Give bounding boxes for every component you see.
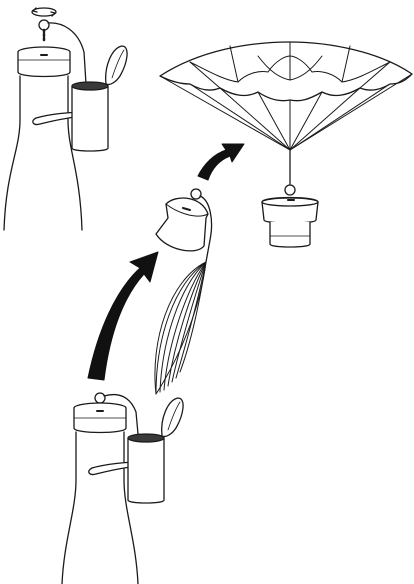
- hanging-cork: [262, 198, 318, 248]
- wire-cage-icon: [155, 262, 206, 394]
- arrow-cork-to-parachute: [198, 144, 244, 180]
- rotate-arrows-icon: [32, 8, 56, 16]
- bottom-bottle-group: [62, 393, 183, 584]
- arrow-bottle-to-cork: [88, 252, 158, 380]
- flying-cork: [156, 198, 208, 251]
- flying-cork-group: [155, 189, 212, 394]
- top-left-bottle-group: [4, 8, 127, 230]
- parachute-canopy: [160, 42, 412, 101]
- cup-with-lid: [72, 46, 127, 151]
- parachute-ring-icon: [285, 185, 295, 195]
- flying-cork-ring-icon: [191, 189, 201, 199]
- bottom-cork-ring-icon: [95, 393, 105, 403]
- bottle-body: [4, 76, 82, 230]
- bottom-bottle-body: [62, 432, 138, 584]
- bottom-bottle-cap: [74, 403, 126, 433]
- bottle-cap: [18, 47, 70, 77]
